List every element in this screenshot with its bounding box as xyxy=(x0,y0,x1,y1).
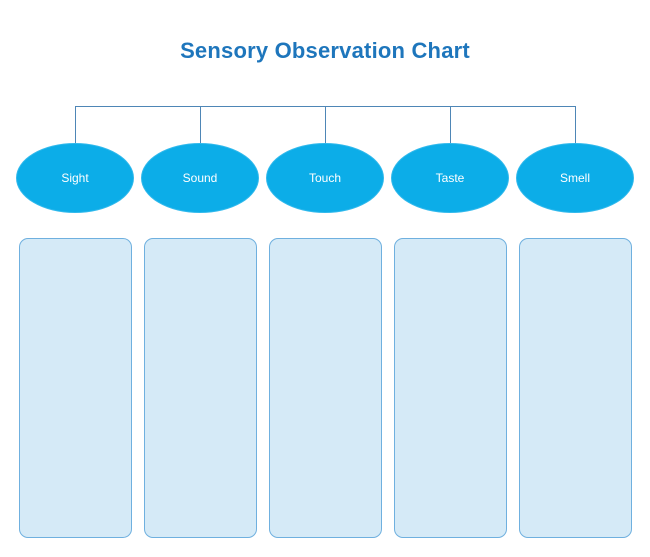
node-sound-label: Sound xyxy=(182,171,218,185)
chart-title: Sensory Observation Chart xyxy=(180,38,470,63)
panel-smell[interactable] xyxy=(518,238,632,538)
connector-drop-sound xyxy=(199,106,201,144)
connector-drop-touch xyxy=(324,106,326,144)
connector-drop-taste xyxy=(449,106,451,144)
panel-sound[interactable] xyxy=(143,238,257,538)
node-smell-label: Smell xyxy=(559,171,590,185)
panel-sight[interactable] xyxy=(18,238,132,538)
node-smell[interactable]: Smell xyxy=(516,143,634,213)
panel-touch[interactable] xyxy=(268,238,382,538)
node-touch[interactable]: Touch xyxy=(266,143,384,213)
node-sight-label: Sight xyxy=(61,171,89,185)
node-taste[interactable]: Taste xyxy=(391,143,509,213)
connector-horizontal-line xyxy=(75,106,576,107)
connector-drop-sight xyxy=(74,106,76,144)
node-sight[interactable]: Sight xyxy=(16,143,134,213)
node-touch-label: Touch xyxy=(308,171,342,185)
panel-taste[interactable] xyxy=(393,238,507,538)
connector-drop-smell xyxy=(574,106,576,144)
node-sound[interactable]: Sound xyxy=(141,143,259,213)
node-taste-label: Taste xyxy=(435,171,465,185)
